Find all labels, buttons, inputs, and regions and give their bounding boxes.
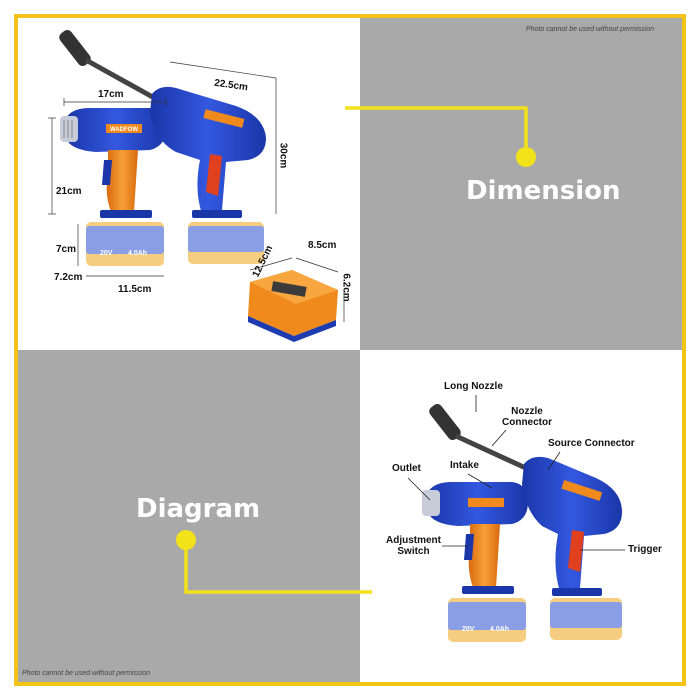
svg-text:4.0Ah: 4.0Ah bbox=[490, 626, 509, 633]
nozzle-connector-line2: Connector bbox=[502, 417, 552, 428]
svg-text:4.0Ah: 4.0Ah bbox=[128, 250, 147, 257]
adjustment-line1: Adjustment bbox=[386, 535, 441, 546]
blower-brand-text: WADFOW bbox=[110, 127, 138, 133]
svg-text:20V: 20V bbox=[462, 626, 475, 633]
adjustment-line2: Switch bbox=[397, 546, 430, 557]
dim-charger-height: 6.2cm bbox=[340, 273, 352, 302]
spray-gun-battery-illustration bbox=[188, 222, 264, 264]
blower-battery-illustration: 20V 4.0Ah bbox=[86, 222, 164, 266]
dimension-pointer-dot bbox=[516, 147, 536, 167]
diagram-pointer-dot bbox=[176, 530, 196, 550]
dim-blower-width: 17cm bbox=[98, 89, 124, 100]
yellow-connectors bbox=[184, 106, 528, 594]
dimension-panel-title bbox=[360, 18, 682, 350]
dim-charger-width: 8.5cm bbox=[308, 240, 337, 251]
dim-gun-height: 30cm bbox=[277, 142, 289, 169]
label-source-connector: Source Connector bbox=[548, 438, 635, 449]
dimension-heading: Dimension bbox=[466, 176, 621, 206]
dim-battery-width: 11.5cm bbox=[118, 284, 152, 295]
blower-tool-illustration: WADFOW bbox=[60, 108, 166, 218]
diagram-blower-illustration bbox=[422, 482, 528, 594]
diagram-heading: Diagram bbox=[136, 494, 261, 524]
label-nozzle-connector: Nozzle Connector bbox=[502, 406, 552, 428]
dimension-lines bbox=[48, 61, 345, 322]
label-outlet: Outlet bbox=[392, 463, 421, 474]
label-long-nozzle: Long Nozzle bbox=[444, 381, 503, 392]
charger-illustration bbox=[248, 270, 338, 342]
permission-notice-top: Photo cannot be used without permission bbox=[526, 26, 655, 33]
diagram-leader-lines bbox=[407, 395, 625, 551]
dim-blower-height: 21cm bbox=[56, 186, 82, 197]
diagram-panel-title bbox=[18, 350, 360, 682]
spray-gun-illustration bbox=[59, 29, 266, 218]
nozzle-connector-line1: Nozzle bbox=[511, 406, 543, 417]
diagram-spray-gun-battery bbox=[550, 598, 622, 640]
label-intake: Intake bbox=[450, 460, 479, 471]
label-trigger: Trigger bbox=[628, 544, 662, 555]
diagram-spray-gun-illustration bbox=[429, 403, 622, 596]
dim-battery-height: 7cm bbox=[56, 244, 77, 255]
svg-text:20V: 20V bbox=[100, 250, 113, 257]
label-adjustment-switch: Adjustment Switch bbox=[386, 535, 441, 557]
permission-notice-bottom: Photo cannot be used without permission bbox=[22, 670, 151, 677]
dim-battery-depth: 7.2cm bbox=[54, 272, 83, 283]
diagram-blower-battery: 20V 4.0Ah bbox=[448, 598, 526, 642]
